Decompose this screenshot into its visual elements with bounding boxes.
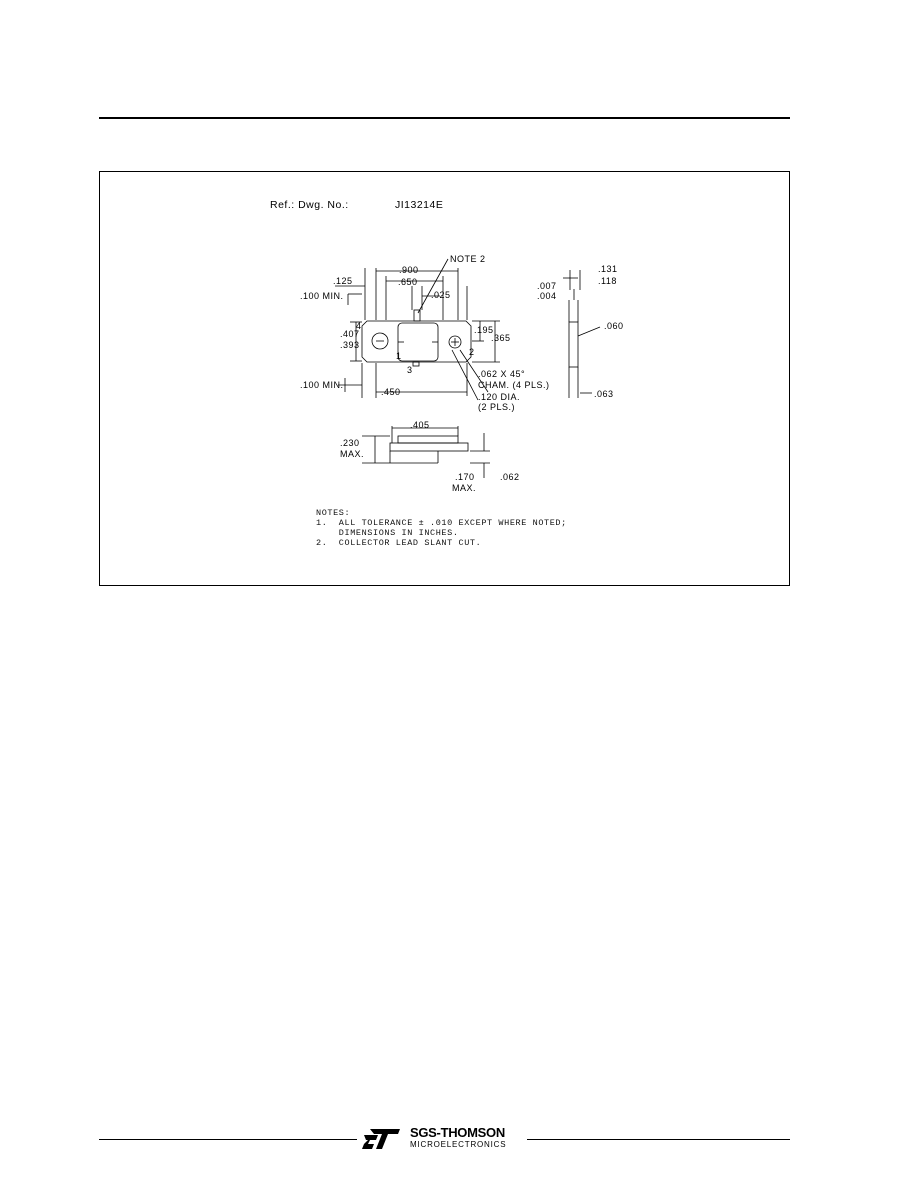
- dim-393: .393: [340, 340, 360, 350]
- package-drawing-frame: [99, 171, 790, 586]
- footer-rule-left: [99, 1139, 357, 1140]
- dim-230: .230: [340, 438, 360, 448]
- st-logo-icon: [362, 1129, 400, 1149]
- dim-063: .063: [594, 389, 614, 399]
- notes-line-1: 1. ALL TOLERANCE ± .010 EXCEPT WHERE NOT…: [316, 518, 567, 528]
- brand-name: SGS-THOMSON: [410, 1125, 505, 1140]
- pin-4-label: 4: [356, 321, 362, 331]
- dim-max-2: MAX.: [452, 483, 476, 493]
- ref-drawing-number: JI13214E: [395, 199, 443, 211]
- dim-060: .060: [604, 321, 624, 331]
- pin-1-label: 1: [396, 351, 402, 361]
- dim-195: .195: [474, 325, 494, 335]
- dim-405: .405: [410, 420, 430, 430]
- pin-2-label: 2: [469, 347, 475, 357]
- dim-007: .007: [537, 281, 557, 291]
- dim-025: .025: [431, 290, 451, 300]
- dim-120-dia: .120 DIA.: [478, 392, 520, 402]
- notes-title: NOTES:: [316, 508, 351, 518]
- dim-118: .118: [598, 276, 617, 286]
- dim-100-min-bottom: .100 MIN.: [300, 380, 344, 390]
- dim-450: .450: [381, 387, 401, 397]
- dim-125: .125: [333, 276, 353, 286]
- drawing-notes: NOTES: 1. ALL TOLERANCE ± .010 EXCEPT WH…: [316, 508, 567, 548]
- dim-004: .004: [537, 291, 557, 301]
- header-rule: [99, 117, 790, 119]
- dim-131: .131: [598, 264, 618, 274]
- dim-900: .900: [399, 265, 419, 275]
- footer-rule-right: [527, 1139, 790, 1140]
- dim-chamfer: CHAM. (4 PLS.): [478, 380, 550, 390]
- ref-drawing-label: Ref.: Dwg. No.:: [270, 199, 349, 211]
- dim-062x45: .062 X 45°: [478, 369, 525, 379]
- sgs-thomson-logo: SGS-THOMSON MICROELECTRONICS: [362, 1126, 527, 1152]
- brand-subtitle: MICROELECTRONICS: [410, 1140, 507, 1149]
- dim-365: .365: [491, 333, 511, 343]
- notes-line-3: 2. COLLECTOR LEAD SLANT CUT.: [316, 538, 482, 548]
- dim-100-min-top: .100 MIN.: [300, 291, 344, 301]
- dim-max-1: MAX.: [340, 449, 364, 459]
- dim-650: .650: [398, 277, 418, 287]
- dim-170: .170: [455, 472, 475, 482]
- note-2-callout: NOTE 2: [450, 254, 486, 264]
- notes-line-2: DIMENSIONS IN INCHES.: [316, 528, 459, 538]
- dim-407: .407: [340, 329, 360, 339]
- dim-062: .062: [500, 472, 520, 482]
- pin-3-label: 3: [407, 365, 413, 375]
- dim-2-pls: (2 PLS.): [478, 402, 515, 412]
